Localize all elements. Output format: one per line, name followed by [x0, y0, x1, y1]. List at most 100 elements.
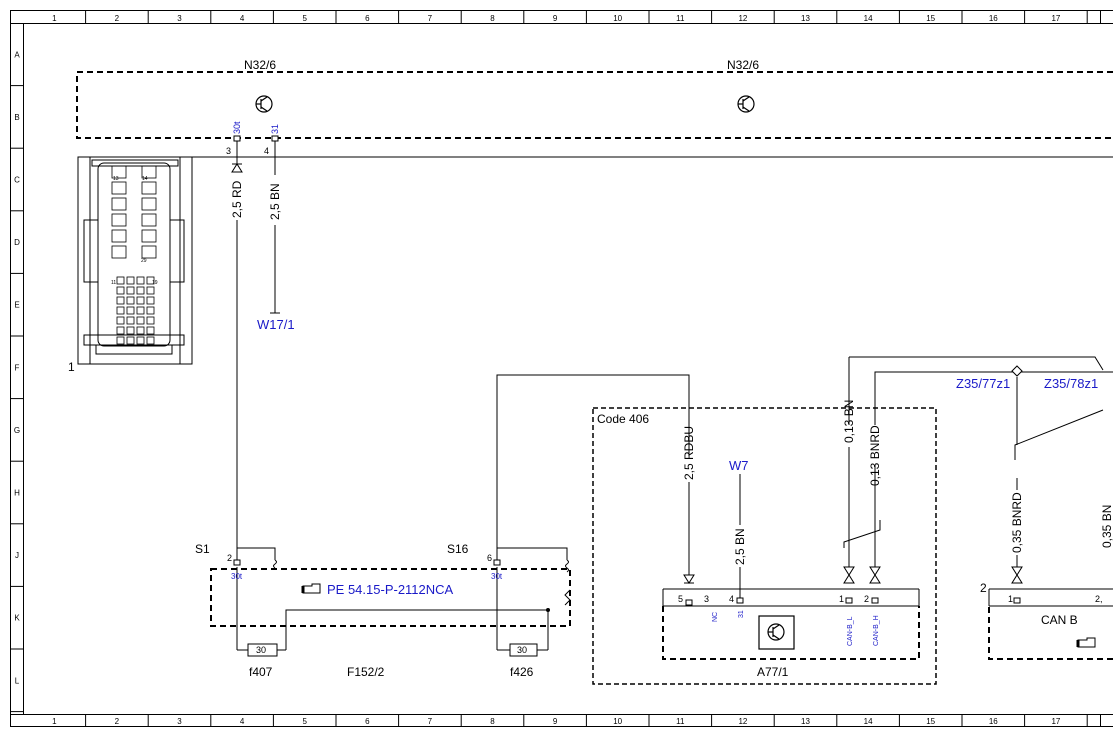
- connector-cavity: [146, 296, 155, 305]
- reference-hand-icon: [301, 583, 321, 594]
- arrow-markers: [231, 163, 1023, 584]
- connector-cavity: [116, 326, 125, 335]
- column-label: 2: [115, 717, 120, 726]
- pin-number: 5: [678, 594, 683, 604]
- pin-signal: 30t: [231, 572, 243, 581]
- a77-1-module: [662, 588, 920, 660]
- column-label: 11: [676, 717, 685, 726]
- column-label: 3: [177, 14, 182, 23]
- connector-cavity: [141, 197, 157, 211]
- pin-number: 2,: [1095, 594, 1103, 604]
- column-label: 8: [490, 14, 495, 23]
- pin-terminal: [871, 597, 879, 604]
- row-label: C: [14, 176, 20, 185]
- wire-label-bn-w7: 2,5 BN: [733, 528, 747, 565]
- wire-label-bnrd013: 0,13 BNRD: [868, 425, 882, 486]
- pin-number: 2: [864, 594, 869, 604]
- fuse-rating: 30: [517, 645, 527, 655]
- row-label: B: [14, 113, 19, 122]
- pin-number: 6: [487, 553, 492, 563]
- ref-pe-54-15[interactable]: PE 54.15-P-2112NCA: [327, 582, 454, 597]
- connector-cavity: [116, 306, 125, 315]
- connector-cavity: [116, 336, 125, 345]
- wire-label-rdbu: 2,5 RDBU: [682, 426, 696, 480]
- pin-signal-can-b-h: CAN-B_H: [873, 615, 880, 646]
- connector-cavity: [111, 197, 127, 211]
- code-406-label: Code 406: [597, 412, 649, 426]
- column-label: 15: [926, 717, 935, 726]
- can-b-module: [988, 588, 1113, 660]
- connector-cavity: [141, 213, 157, 227]
- connector-pin-13: 13: [113, 176, 119, 182]
- column-label: 4: [240, 14, 245, 23]
- pin-signal-30t: 30t: [232, 121, 242, 134]
- connector-cavity: [111, 213, 127, 227]
- pin-number: 1: [1008, 594, 1013, 604]
- row-label: G: [14, 426, 20, 435]
- connector-cavity: [136, 276, 145, 285]
- connector-cavity: [111, 181, 127, 195]
- column-label: 4: [240, 717, 245, 726]
- wire-label-bn: 2,5 BN: [268, 183, 282, 220]
- column-label: 7: [428, 717, 433, 726]
- ref-z35-78z1: Z35/78z1: [1044, 376, 1098, 391]
- pin-terminal: [845, 597, 853, 604]
- connector-cavity: [111, 165, 127, 179]
- pin-terminal: [233, 559, 241, 566]
- column-label: 6: [365, 717, 370, 726]
- column-ticks: [85, 11, 1088, 727]
- fuse-label-f407: f407: [249, 665, 273, 679]
- pin-terminal: [685, 599, 693, 606]
- column-label: 14: [864, 717, 873, 726]
- connector-pin-29: 29: [141, 258, 147, 264]
- column-label: 5: [302, 14, 307, 23]
- column-label: 8: [490, 717, 495, 726]
- column-label: 7: [428, 14, 433, 23]
- pin-signal-can-b-l: CAN-B_L: [847, 616, 854, 646]
- connector-cavity: [146, 286, 155, 295]
- connector-cavity: [136, 306, 145, 315]
- fuse-f426: [509, 643, 538, 657]
- reference-hand-icon: [1076, 637, 1096, 648]
- column-label: 1: [52, 14, 57, 23]
- column-label: 16: [989, 717, 998, 726]
- fuse-box-label-f152-2: F152/2: [347, 665, 385, 679]
- row-label: L: [15, 676, 20, 685]
- pin-number: 3: [704, 594, 709, 604]
- connector-cavity: [116, 316, 125, 325]
- a77-1-label: A77/1: [757, 665, 789, 679]
- f152-box: [210, 568, 571, 627]
- pin-terminal: [271, 135, 279, 142]
- connector-cavity: [126, 286, 135, 295]
- transistor-icon: [255, 95, 273, 113]
- connector-cavity: [136, 286, 145, 295]
- connector-cavity: [141, 229, 157, 243]
- column-label: 9: [553, 717, 558, 726]
- connector-cavity: [126, 316, 135, 325]
- column-label: 9: [553, 14, 558, 23]
- pin-signal-nc: NC: [712, 612, 719, 622]
- connector-pin-11: 11: [111, 280, 116, 286]
- transistor-icon: [737, 95, 755, 113]
- connector-cavity: [111, 229, 127, 243]
- connector-cavity: [146, 276, 155, 285]
- column-label: 12: [738, 14, 747, 23]
- row-label: F: [15, 363, 20, 372]
- fuse-rating: 30: [256, 645, 266, 655]
- pin-number: 2: [227, 553, 232, 563]
- connector-cavity: [116, 286, 125, 295]
- connector-cavity: [136, 336, 145, 345]
- wires: [192, 141, 1113, 598]
- junction-dot: [546, 608, 550, 612]
- fuse-wiring: [236, 547, 571, 651]
- wire-label-partial: 0,35 BN: [1100, 505, 1113, 548]
- connector-cavity: [146, 316, 155, 325]
- column-label: 10: [613, 14, 622, 23]
- transistor-icon: [758, 615, 795, 650]
- connector-cavity: [146, 326, 155, 335]
- row-label: J: [15, 551, 19, 560]
- n32-label-right: N32/6: [727, 58, 759, 72]
- column-label: 10: [613, 717, 622, 726]
